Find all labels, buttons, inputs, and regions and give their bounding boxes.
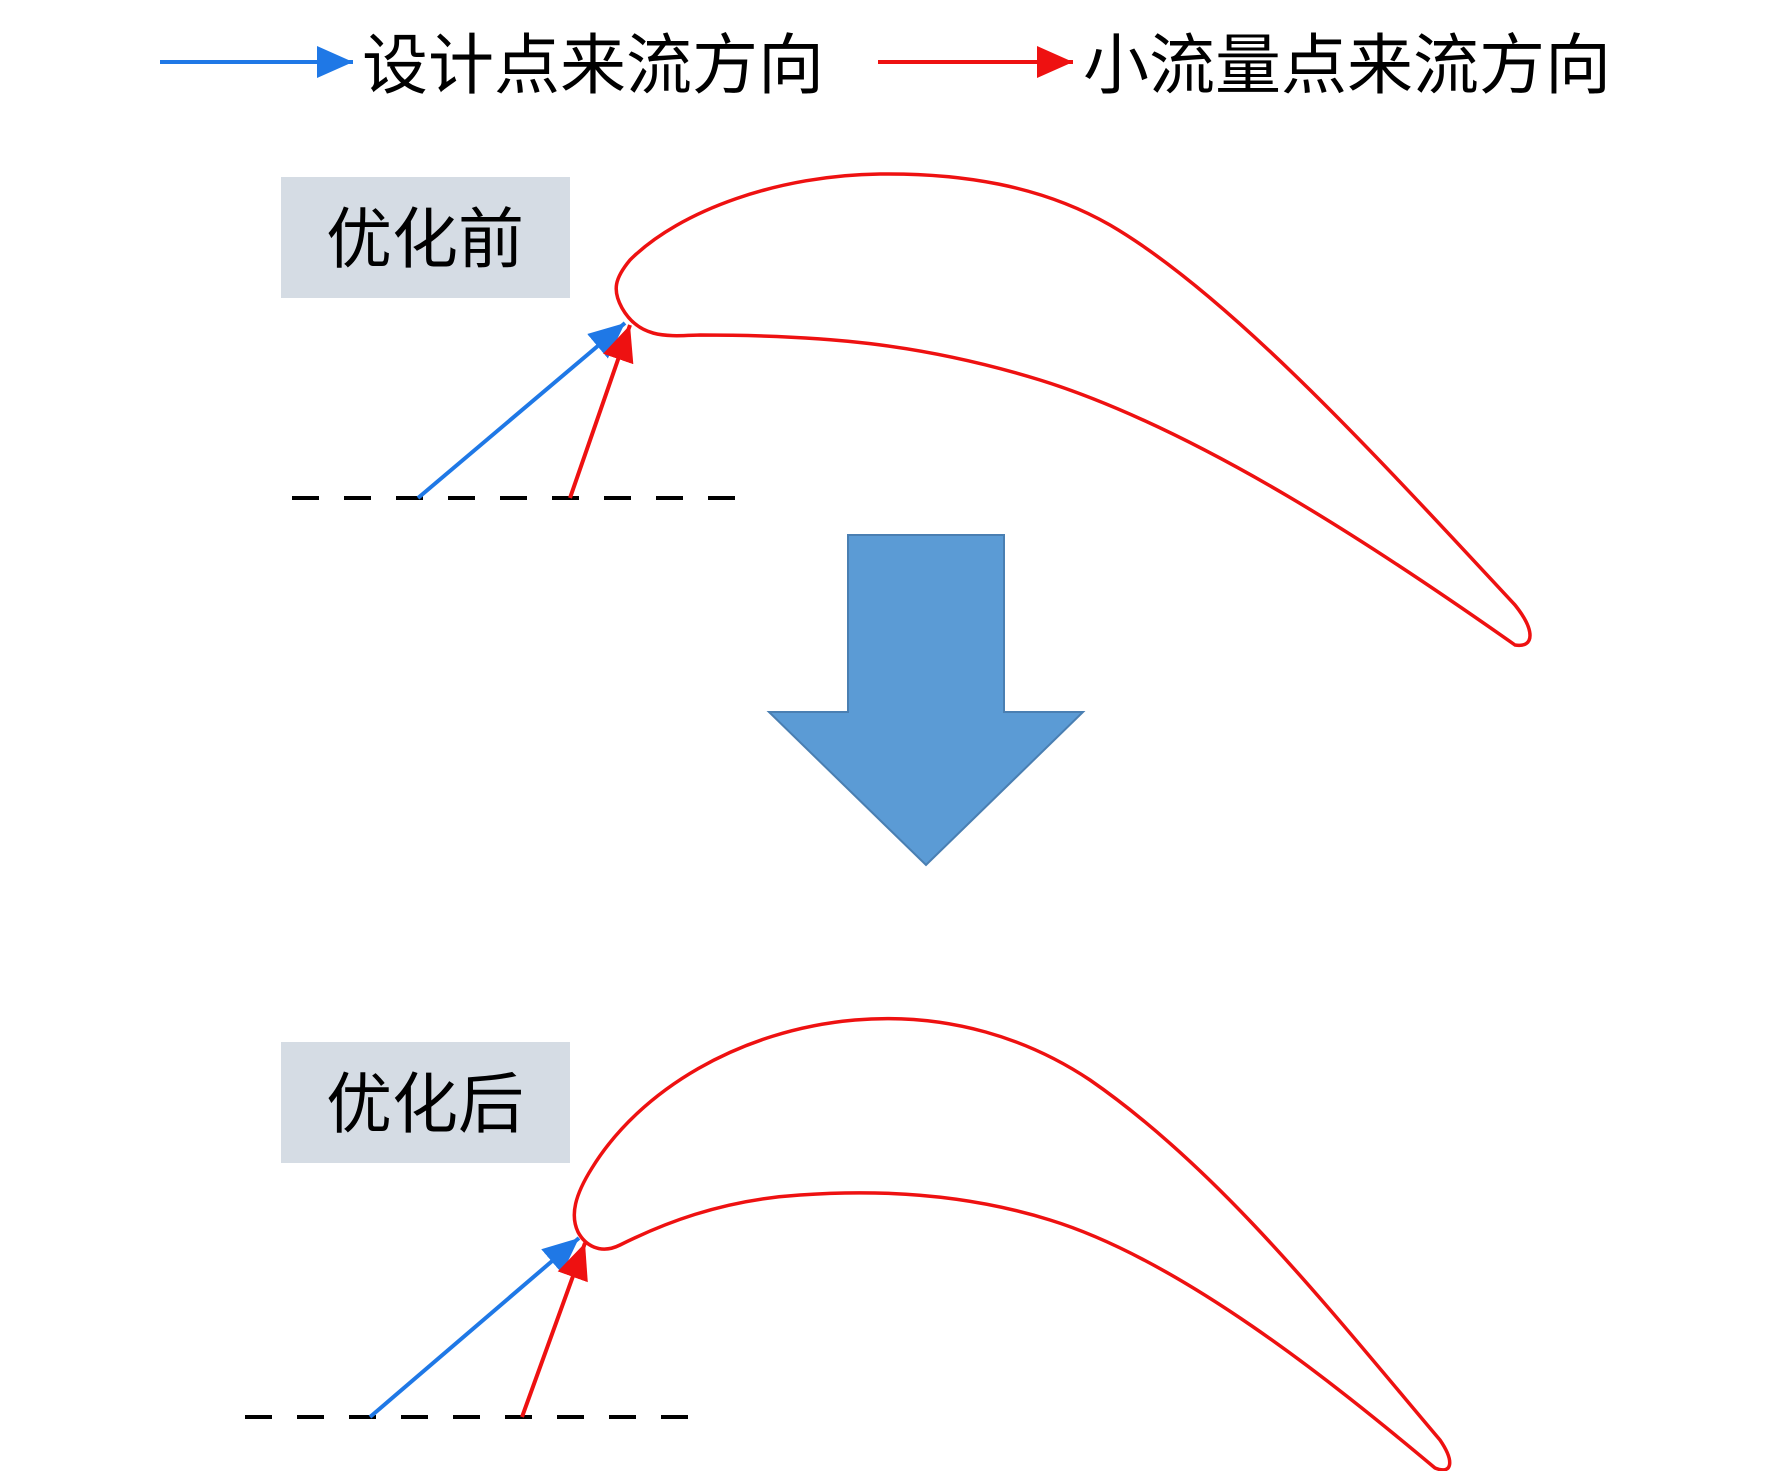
legend-item-low-flow-point: 小流量点来流方向	[878, 27, 1611, 104]
panel-after: 优化后	[245, 1016, 1452, 1471]
legend-item-design-point: 设计点来流方向	[160, 27, 824, 104]
blade-profile-before	[614, 172, 1532, 647]
low-flow-arrow-before	[568, 324, 634, 499]
down-arrow-icon	[766, 534, 1086, 867]
panel-before: 优化前	[281, 172, 1532, 647]
legend-label-low-flow-point: 小流量点来流方向	[1083, 27, 1611, 104]
design-flow-arrow-after	[368, 1236, 581, 1419]
low-flow-arrow-after	[520, 1242, 588, 1418]
panel-label-before: 优化前	[326, 201, 524, 278]
legend: 设计点来流方向 小流量点来流方向	[160, 27, 1611, 104]
design-flow-arrow-before	[416, 321, 627, 500]
blade-profile-after	[572, 1016, 1452, 1471]
legend-label-design-point: 设计点来流方向	[362, 27, 824, 104]
panel-label-box-before	[281, 177, 570, 298]
panel-label-after: 优化后	[326, 1066, 524, 1143]
panel-label-box-after	[281, 1042, 570, 1163]
